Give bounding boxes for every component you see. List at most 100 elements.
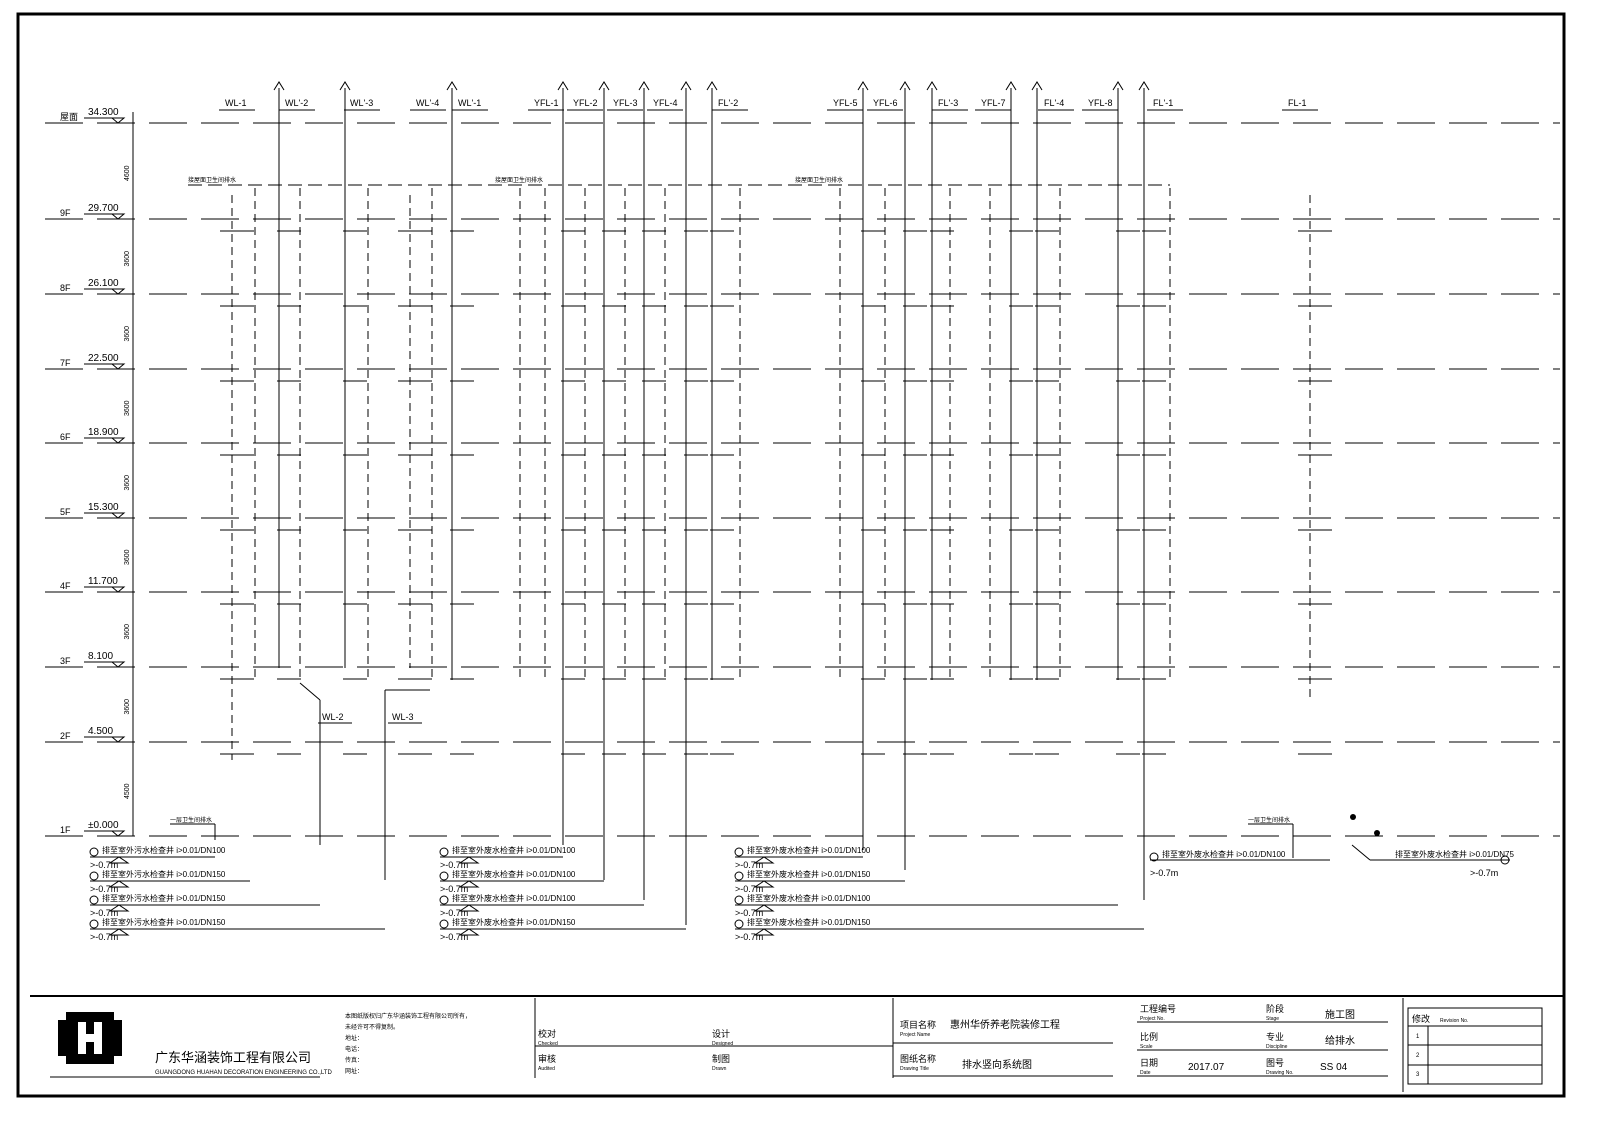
depth-marker (108, 904, 130, 912)
vent-cap-icon (1005, 81, 1017, 91)
depth-label: >-0.7m (440, 884, 468, 894)
branch-label: WL-3 (392, 712, 414, 722)
riser-label: WL'-4 (416, 98, 439, 108)
ground-note: 一层卫生间排水 (1248, 816, 1290, 824)
company-name: 广东华涵装饰工程有限公司 (155, 1050, 311, 1065)
elevation-marker (110, 586, 126, 593)
vent-cap-icon (1112, 81, 1124, 91)
floor-elevation: 15.300 (88, 502, 119, 513)
depth-marker (458, 928, 480, 936)
riser-label: FL'-3 (938, 98, 958, 108)
outfall-marker-icon (89, 847, 99, 857)
company-name-en: GUANGDONG HUAHAN DECORATION ENGINEERING … (155, 1070, 332, 1076)
elevation-marker (110, 288, 126, 295)
revision-row-number: 2 (1416, 1053, 1420, 1059)
roof-note: 接屋面卫生间排水 (188, 176, 236, 184)
project-name: 惠州华侨养老院装修工程 (950, 1018, 1060, 1031)
storey-height: 3600 (124, 251, 131, 267)
floor-name: 4F (60, 581, 71, 591)
scale-label-en: Scale (1140, 1044, 1153, 1050)
storey-height: 3600 (124, 400, 131, 416)
depth-marker (458, 856, 480, 864)
floor-elevation: 34.300 (88, 107, 119, 118)
vent-cap-icon (706, 81, 718, 91)
storey-height: 3600 (124, 549, 131, 565)
roof-note: 接屋面卫生间排水 (795, 176, 843, 184)
riser-label: YFL-8 (1088, 98, 1113, 108)
elevation-marker (110, 736, 126, 743)
scale-label: 比例 (1140, 1031, 1158, 1042)
riser-label: YFL-1 (534, 98, 559, 108)
depth-marker (753, 880, 775, 888)
discipline-value: 给排水 (1325, 1034, 1355, 1047)
depth-label: >-0.7m (440, 908, 468, 918)
riser-label: YFL-2 (573, 98, 598, 108)
outfall-marker-icon (1500, 855, 1510, 865)
outfall-marker-icon (734, 871, 744, 881)
outfall-label: 排至室外废水检查井 i>0.01/DN150 (747, 869, 871, 879)
drawing-title-label: 图纸名称 (900, 1053, 936, 1064)
depth-marker (458, 880, 480, 888)
riser-label: YFL-4 (653, 98, 678, 108)
elevation-marker (110, 830, 126, 837)
vent-cap-icon (598, 81, 610, 91)
storey-height: 3600 (124, 326, 131, 342)
roof-note: 接屋面卫生间排水 (495, 176, 543, 184)
outfall-marker-icon (734, 847, 744, 857)
outfall-marker-icon (89, 895, 99, 905)
revision-row-number: 3 (1416, 1072, 1420, 1078)
outfall-label: 排至室外废水检查井 i>0.01/DN100 (452, 893, 576, 903)
outfall-marker-icon (439, 895, 449, 905)
floor-elevation: 22.500 (88, 353, 119, 364)
floor-name: 屋面 (60, 112, 78, 122)
sheet-value: SS 04 (1320, 1062, 1348, 1073)
depth-label: >-0.7m (1150, 868, 1178, 878)
riser-label: FL'-1 (1153, 98, 1173, 108)
floor-name: 7F (60, 358, 71, 368)
stage-label: 阶段 (1266, 1003, 1284, 1014)
riser-label: YFL-6 (873, 98, 898, 108)
depth-label: >-0.7m (440, 860, 468, 870)
floor-elevation: 11.700 (88, 576, 118, 587)
depth-marker (108, 856, 130, 864)
copyright-note: 本图纸版权归广东华涵装饰工程有限公司所有， (345, 1012, 471, 1020)
vent-cap-icon (446, 81, 458, 91)
drawing-title-label-en: Drawing Title (900, 1066, 929, 1072)
drawing-title: 排水竖向系统图 (962, 1058, 1032, 1071)
floor-name: 9F (60, 208, 71, 218)
copyright-note: 地址： (345, 1034, 363, 1042)
job_no-label-en: Project No. (1140, 1016, 1165, 1022)
designed-label-en: Designed (712, 1041, 733, 1047)
depth-label: >-0.7m (90, 908, 118, 918)
elevation-marker (110, 437, 126, 444)
storey-height: 4600 (124, 165, 131, 181)
date-value: 2017.07 (1188, 1062, 1225, 1073)
elevation-marker (110, 512, 126, 519)
storey-height: 4500 (124, 783, 131, 799)
floor-name: 6F (60, 432, 71, 442)
outfall-label: 排至室外废水检查井 i>0.01/DN100 (747, 845, 871, 855)
copyright-note: 网址： (345, 1067, 363, 1075)
ground-note: 一层卫生间排水 (170, 816, 212, 824)
floor-elevation: 4.500 (88, 726, 113, 737)
elevation-marker (110, 213, 126, 220)
branch-label: WL-2 (322, 712, 344, 722)
vent-cap-icon (557, 81, 569, 91)
job_no-label: 工程编号 (1140, 1003, 1176, 1014)
depth-label: >-0.7m (735, 908, 763, 918)
depth-label: >-0.7m (735, 932, 763, 942)
riser-label: YFL-5 (833, 98, 858, 108)
outfall-marker-icon (734, 895, 744, 905)
outfall-label: 排至室外废水检查井 i>0.01/DN100 (747, 893, 871, 903)
storey-height: 3600 (124, 475, 131, 491)
outfall-label: 排至室外污水检查井 i>0.01/DN150 (102, 917, 226, 927)
drawn-label-en: Drawn (712, 1066, 727, 1072)
storey-height: 3600 (124, 699, 131, 715)
copyright-note: 传真： (345, 1056, 363, 1064)
outfall-label: 排至室外废水检查井 i>0.01/DN75 (1395, 849, 1514, 859)
copyright-note: 未经许可不得复制。 (345, 1023, 399, 1031)
depth-marker (753, 928, 775, 936)
vent-cap-icon (680, 81, 692, 91)
outer-border (16, 12, 1566, 1098)
